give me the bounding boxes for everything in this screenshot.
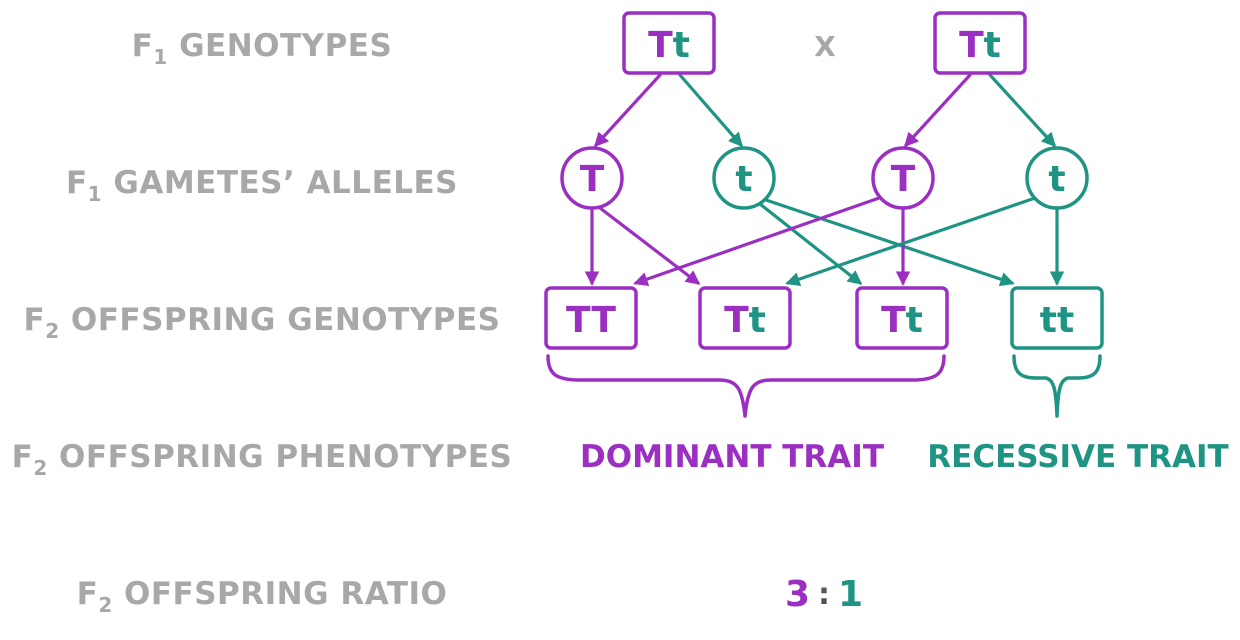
svg-text:Tt: Tt xyxy=(648,25,690,66)
arrow-gametet2-to-Tt xyxy=(785,195,1040,287)
svg-text:t: t xyxy=(735,159,752,200)
row-label-f1-genotypes: F1 GENOTYPES xyxy=(132,28,393,69)
arrow-parent2-to-gamete-T xyxy=(904,73,972,148)
allele-recessive: t xyxy=(984,25,1001,66)
parent-genotype-box: Tt xyxy=(933,11,1027,75)
allele-recessive: t xyxy=(673,25,690,66)
gamete-circle: T xyxy=(560,146,624,210)
offspring-genotype-box: Tt xyxy=(855,286,949,350)
recessive-trait-label: RECESSIVE TRAIT xyxy=(927,439,1228,475)
arrow-gameteT1-to-Tt xyxy=(598,206,701,285)
parent-genotype-box: Tt xyxy=(622,11,716,75)
arrow-parent1-to-gamete-t xyxy=(678,73,743,148)
svg-text:t: t xyxy=(1048,159,1065,200)
arrow-gametet1-to-tt xyxy=(764,198,1015,287)
svg-text:TT: TT xyxy=(566,300,616,341)
arrow-gameteT2-to-TT xyxy=(633,195,884,286)
offspring-genotype-box: Tt xyxy=(698,286,792,350)
svg-text:tt: tt xyxy=(1040,300,1074,341)
ratio-recessive: 1 xyxy=(838,574,863,615)
offspring-genotype-box: TT xyxy=(544,286,638,350)
row-label-f1-gametes: F1 GAMETES’ ALLELES xyxy=(66,165,458,206)
svg-text:Tt: Tt xyxy=(959,25,1001,66)
dominant-brace xyxy=(546,354,946,418)
gamete-circle: T xyxy=(871,146,935,210)
arrow-gametet1-to-Tt xyxy=(758,202,863,285)
cross-symbol: X xyxy=(814,30,836,63)
row-label-f2-phenotypes: F2 OFFSPRING PHENOTYPES xyxy=(12,439,513,480)
svg-text:Tt: Tt xyxy=(724,300,766,341)
gamete-circle: t xyxy=(712,146,776,210)
allele-dominant: T xyxy=(959,25,984,66)
arrow-parent2-to-gamete-t xyxy=(988,73,1056,148)
recessive-brace xyxy=(1012,354,1102,418)
gamete-circle: t xyxy=(1025,146,1089,210)
ratio-dominant: 3 xyxy=(785,574,810,615)
offspring-ratio: 3:1 xyxy=(785,574,863,615)
svg-text:Tt: Tt xyxy=(881,300,923,341)
allele-dominant: T xyxy=(648,25,673,66)
offspring-genotype-box: tt xyxy=(1010,286,1104,350)
ratio-separator: : xyxy=(818,577,830,612)
svg-text:T: T xyxy=(891,159,916,200)
arrow-parent1-to-gamete-T xyxy=(594,73,662,148)
row-label-f2-genotypes: F2 OFFSPRING GENOTYPES xyxy=(24,302,501,343)
svg-text:T: T xyxy=(580,159,605,200)
row-label-f2-ratio: F2 OFFSPRING RATIO xyxy=(77,576,448,617)
dominant-trait-label: DOMINANT TRAIT xyxy=(580,439,884,475)
